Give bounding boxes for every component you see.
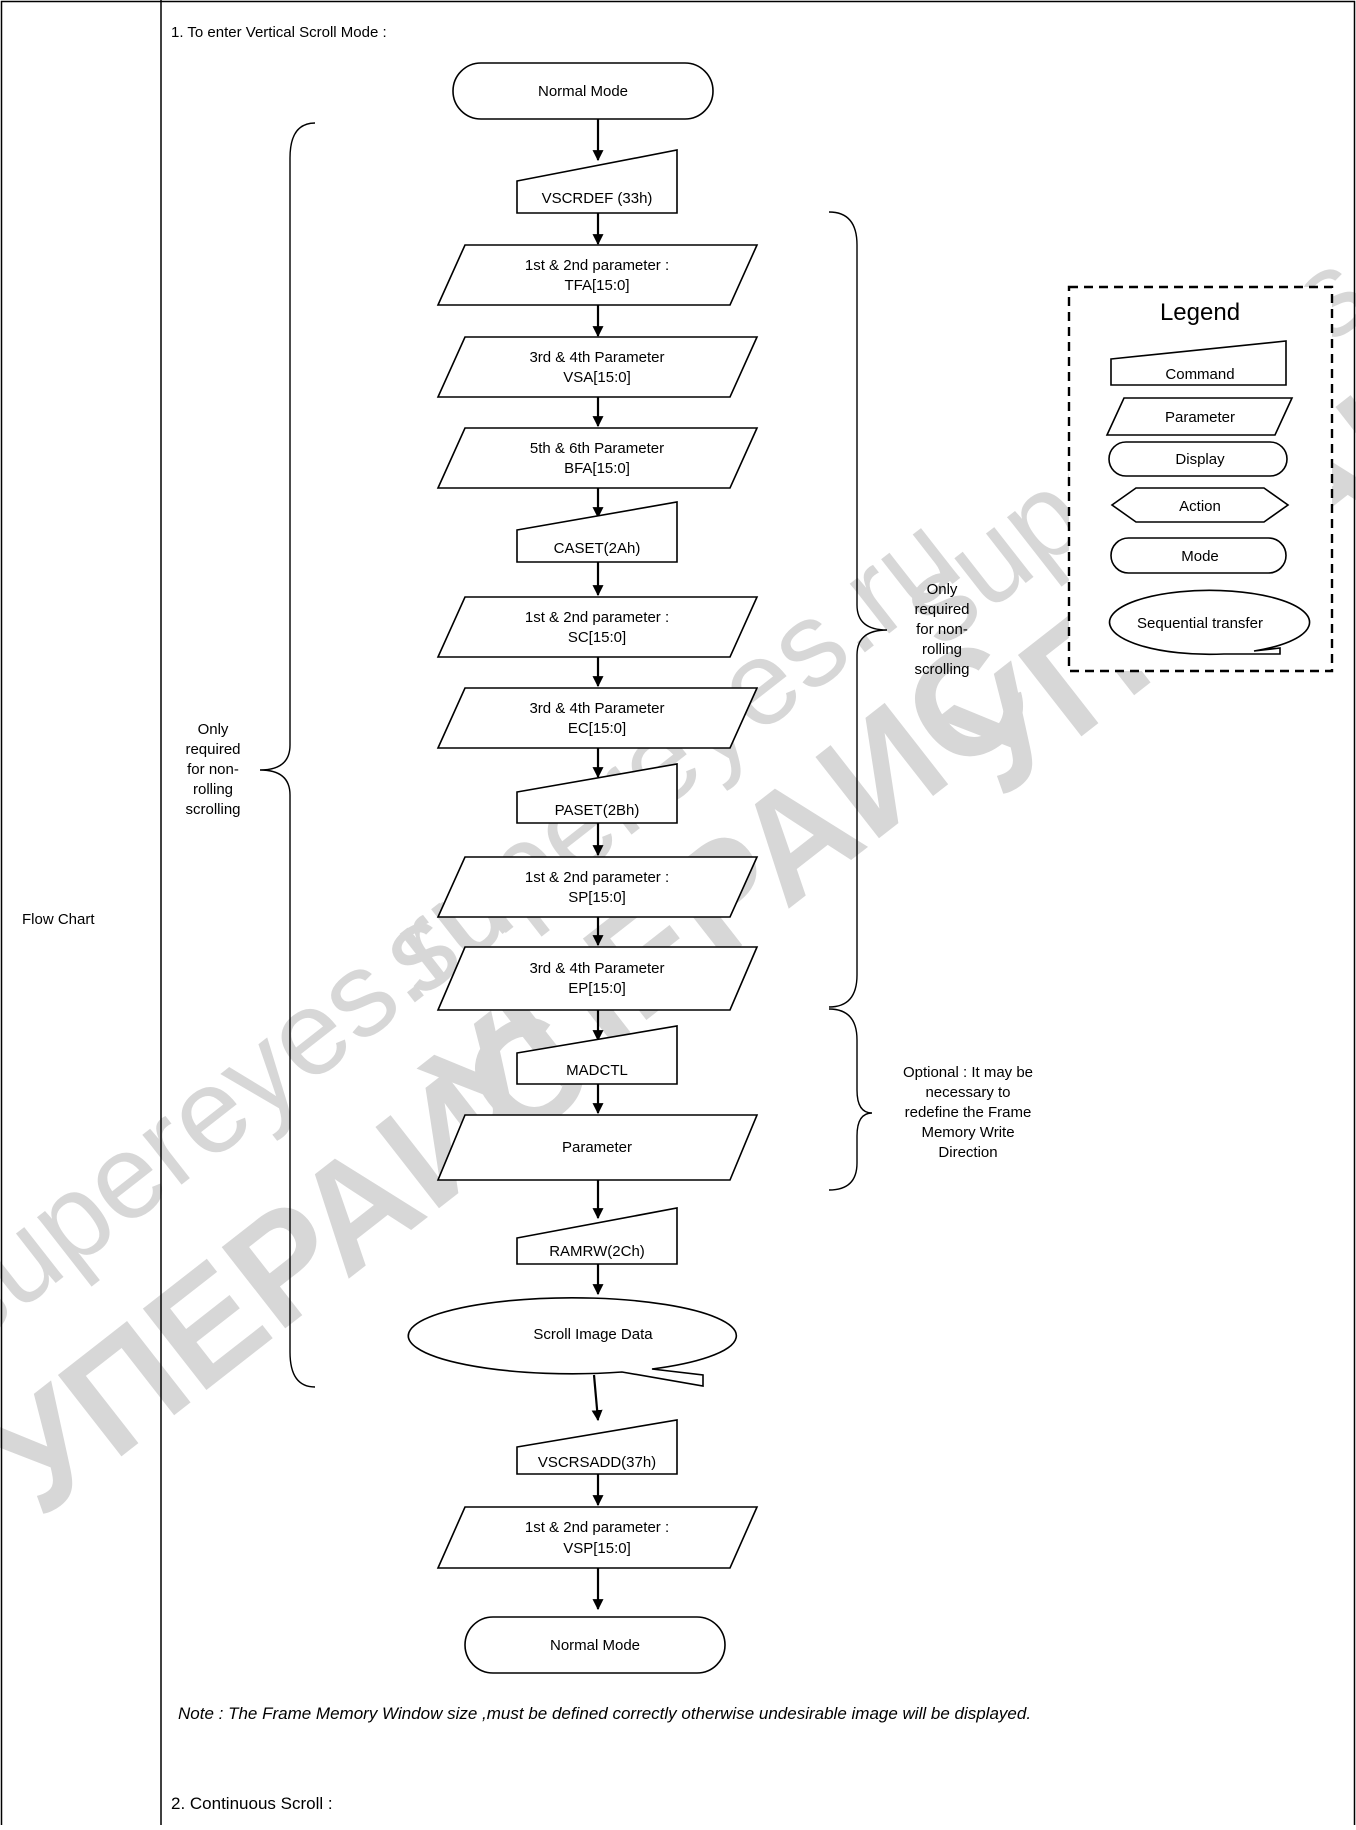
svg-text:for non-: for non- [187, 761, 239, 778]
connector-arrows [591, 117, 604, 1611]
row-label: Flow Chart [22, 911, 95, 928]
legend-display-label: Display [1175, 451, 1225, 468]
flow-parameter-bfa: 5th & 6th Parameter BFA[15:0] [436, 427, 759, 489]
legend-display-shape [1108, 441, 1288, 477]
svg-text:necessary to: necessary to [925, 1084, 1010, 1101]
legend-command-label: Command [1165, 366, 1234, 383]
legend-sequential-shape [1108, 589, 1311, 656]
flow-parameter-vsp-line2: VSP[15:0] [563, 1540, 631, 1557]
flow-parameter-vsa-line1: 3rd & 4th Parameter [529, 349, 664, 366]
flow-parameter-ec-line2: EC[15:0] [568, 720, 626, 737]
right-brace-note: Only required for non- rolling scrolling [914, 581, 969, 678]
flow-command-caset-label: CASET(2Ah) [554, 540, 641, 557]
svg-text:Optional : It may be: Optional : It may be [903, 1064, 1033, 1081]
flow-command-madctl-label: MADCTL [566, 1062, 628, 1079]
flow-sequential-transfer: Scroll Image Data [407, 1296, 738, 1387]
flow-parameter-sp: 1st & 2nd parameter : SP[15:0] [436, 856, 759, 918]
flow-parameter-madctl: Parameter [436, 1114, 759, 1181]
flow-parameter-sc: 1st & 2nd parameter : SC[15:0] [436, 596, 759, 658]
flow-parameter-sc-line2: SC[15:0] [568, 629, 626, 646]
flow-parameter-ec-line1: 3rd & 4th Parameter [529, 700, 664, 717]
svg-text:Only: Only [198, 721, 229, 738]
flow-command-ramrw-label: RAMRW(2Ch) [549, 1243, 645, 1260]
flow-mode-start-label: Normal Mode [538, 83, 628, 100]
svg-text:required: required [914, 601, 969, 618]
flow-parameter-tfa-line2: TFA[15:0] [564, 277, 629, 294]
flow-command-paset-label: PASET(2Bh) [555, 802, 640, 819]
flow-parameter-tfa-line1: 1st & 2nd parameter : [525, 257, 669, 274]
flow-mode-end: Normal Mode [464, 1616, 726, 1674]
flow-command-vscrdef-label: VSCRDEF (33h) [542, 190, 653, 207]
flow-command-caset: CASET(2Ah) [516, 501, 678, 563]
flow-parameter-ep-line2: EP[15:0] [568, 980, 626, 997]
optional-note: Optional : It may be necessary to redefi… [903, 1064, 1033, 1161]
optional-brace [828, 1008, 873, 1191]
legend-action-shape [1110, 487, 1290, 523]
legend-title: Legend [1160, 299, 1240, 326]
flow-mode-end-label: Normal Mode [550, 1637, 640, 1654]
svg-text:rolling: rolling [193, 781, 233, 798]
left-brace-note: Only required for non- rolling scrolling [185, 721, 240, 818]
flow-parameter-ep-line1: 3rd & 4th Parameter [529, 960, 664, 977]
flow-command-ramrw: RAMRW(2Ch) [516, 1207, 678, 1265]
note-text: Note : The Frame Memory Window size ,mus… [178, 1704, 1031, 1723]
legend-mode-label: Mode [1181, 548, 1219, 565]
flow-parameter-vsa-line2: VSA[15:0] [563, 369, 631, 386]
legend-parameter-label: Parameter [1165, 409, 1235, 426]
svg-text:Memory Write: Memory Write [921, 1124, 1014, 1141]
legend-mode-shape [1110, 537, 1287, 574]
svg-text:scrolling: scrolling [914, 661, 969, 678]
svg-text:Only: Only [927, 581, 958, 598]
flow-parameter-vsp-line1: 1st & 2nd parameter : [525, 1519, 669, 1536]
left-brace [259, 122, 316, 1388]
legend-action-label: Action [1179, 498, 1221, 515]
right-brace [828, 211, 888, 1008]
flow-command-vscrsadd: VSCRSADD(37h) [516, 1419, 678, 1475]
legend: Legend Command Parameter Display Action … [1067, 285, 1334, 673]
flow-parameter-vsp: 1st & 2nd parameter : VSP[15:0] [436, 1506, 759, 1569]
flow-command-vscrdef: VSCRDEF (33h) [516, 149, 678, 214]
flow-parameter-madctl-label: Parameter [562, 1139, 632, 1156]
flow-parameter-tfa: 1st & 2nd parameter : TFA[15:0] [436, 244, 759, 306]
flow-command-vscrsadd-label: VSCRSADD(37h) [538, 1454, 656, 1471]
flow-mode-start: Normal Mode [452, 62, 714, 120]
legend-sequential-label: Sequential transfer [1137, 615, 1263, 632]
svg-text:rolling: rolling [922, 641, 962, 658]
svg-text:scrolling: scrolling [185, 801, 240, 818]
svg-text:redefine the Frame: redefine the Frame [905, 1104, 1032, 1121]
flow-parameter-bfa-line2: BFA[15:0] [564, 460, 630, 477]
legend-command-shape [1110, 340, 1287, 386]
flow-parameter-ep: 3rd & 4th Parameter EP[15:0] [436, 946, 759, 1011]
flow-parameter-sp-line2: SP[15:0] [568, 889, 626, 906]
flow-command-paset: PASET(2Bh) [516, 763, 678, 824]
flow-parameter-sc-line1: 1st & 2nd parameter : [525, 609, 669, 626]
flow-parameter-vsa: 3rd & 4th Parameter VSA[15:0] [436, 336, 759, 398]
legend-parameter-shape [1105, 397, 1294, 436]
svg-text:Direction: Direction [938, 1144, 997, 1161]
flow-parameter-ec: 3rd & 4th Parameter EC[15:0] [436, 687, 759, 749]
svg-text:required: required [185, 741, 240, 758]
flow-parameter-sp-line1: 1st & 2nd parameter : [525, 869, 669, 886]
flow-parameter-bfa-line1: 5th & 6th Parameter [530, 440, 664, 457]
flow-sequential-transfer-label: Scroll Image Data [533, 1326, 653, 1343]
flow-command-madctl: MADCTL [516, 1025, 678, 1085]
section1-title: 1. To enter Vertical Scroll Mode : [171, 24, 387, 41]
svg-text:for non-: for non- [916, 621, 968, 638]
section2-title: 2. Continuous Scroll : [171, 1794, 333, 1813]
